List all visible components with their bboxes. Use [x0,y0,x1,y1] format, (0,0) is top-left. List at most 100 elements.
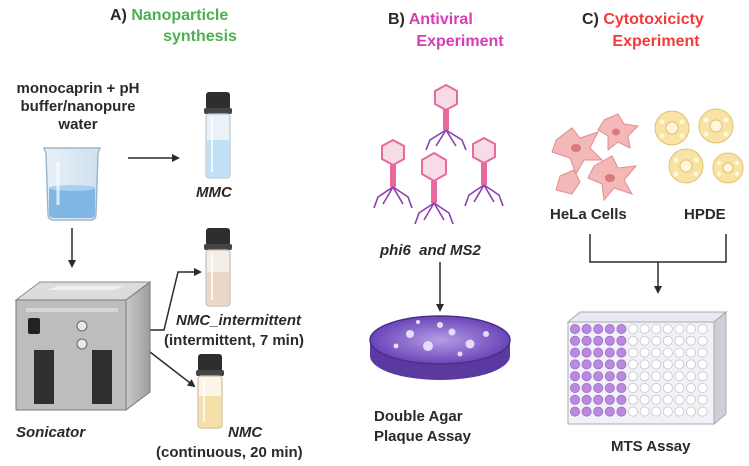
plate-well [581,406,592,417]
plate-well [604,323,615,334]
plate-well [697,394,708,405]
phage-names-label: phi6 and MS2 [380,242,481,259]
panel-b-title-line2: Experiment [416,33,504,50]
plate-well [593,394,604,405]
plate-well [581,382,592,393]
plate-well [686,335,697,346]
plate-well [639,335,650,346]
plate-well [697,371,708,382]
plate-well [651,406,662,417]
vial-nmc-detail: (continuous, 20 min) [156,444,303,461]
plate-well [593,382,604,393]
plate-well [662,371,673,382]
plate-well [686,394,697,405]
plate-well [570,359,581,370]
plate-well [616,382,627,393]
plate-well [697,347,708,358]
vial-icon [204,228,232,307]
plate-well [581,371,592,382]
plate-well [604,359,615,370]
plate-well [604,335,615,346]
plaque-assay-label-line1: Double Agar [374,408,463,425]
panel-a-title: A) Nanoparticle [110,7,228,25]
plate-well [651,347,662,358]
plate-well [604,371,615,382]
plate-well [674,335,685,346]
vial-icon [204,92,232,179]
plate-well [651,371,662,382]
plate-well [604,406,615,417]
petri-dish-icon [369,315,511,380]
plate-well [639,394,650,405]
plate-well [616,359,627,370]
plate-well [628,371,639,382]
plate-well [616,394,627,405]
plate-well [662,382,673,393]
panel-a-title-line2: synthesis [163,28,237,45]
plate-well [674,347,685,358]
plate-well [593,359,604,370]
bracket-connector [589,234,727,263]
plate-well [686,359,697,370]
plate-well [628,382,639,393]
plate-well [628,406,639,417]
plate-well [697,382,708,393]
plate-well [662,359,673,370]
plate-well [639,347,650,358]
plate-well [651,359,662,370]
plate-well [651,335,662,346]
plate-well [697,406,708,417]
plate-well [581,359,592,370]
plate-well [604,394,615,405]
panel-c-letter: C) [582,11,599,28]
plate-well [697,323,708,334]
vial-nmc-label: NMC [228,424,263,441]
plate-well [593,406,604,417]
plate-well [651,323,662,334]
plate-well [616,335,627,346]
hela-cell-icon [551,113,640,202]
plate-well [581,347,592,358]
plate-well [604,382,615,393]
hpde-cell-icon [654,108,744,184]
hela-cells-label: HeLa Cells [550,206,627,223]
well-plate-icon [566,310,728,426]
plate-well [674,371,685,382]
plaque-assay-label-line2: Plaque Assay [374,428,471,445]
plate-well [581,335,592,346]
input-label-line3: water [58,116,98,133]
plate-well [662,335,673,346]
input-label-line2: buffer/nanopure [20,98,136,115]
plate-well [662,323,673,334]
sonicator-icon [14,281,152,411]
plate-well [570,347,581,358]
panel-a-title-line1: Nanoparticle [131,7,229,24]
panel-c-title-line2: Experiment [612,33,700,50]
hpde-cells-label: HPDE [684,206,726,223]
plate-well [581,394,592,405]
panel-c-title-line1: Cytotoxicicty [603,11,704,28]
plate-well [593,335,604,346]
plate-well [686,382,697,393]
plate-well [604,347,615,358]
plate-well [628,359,639,370]
plate-well [616,323,627,334]
panel-b-title: B) Antiviral [388,11,473,29]
sonicator-label: Sonicator [16,424,86,441]
plate-well [570,394,581,405]
plate-well [674,394,685,405]
panel-c-title: C) Cytotoxicicty [582,11,704,29]
plate-well [639,382,650,393]
plate-well [628,323,639,334]
plate-well [674,406,685,417]
plate-well [651,394,662,405]
plate-well [662,347,673,358]
plate-well [686,323,697,334]
plate-well [651,382,662,393]
plate-well [686,406,697,417]
plate-well [628,394,639,405]
plate-well [570,323,581,334]
plate-well [674,382,685,393]
plate-well [639,371,650,382]
plate-well [570,406,581,417]
